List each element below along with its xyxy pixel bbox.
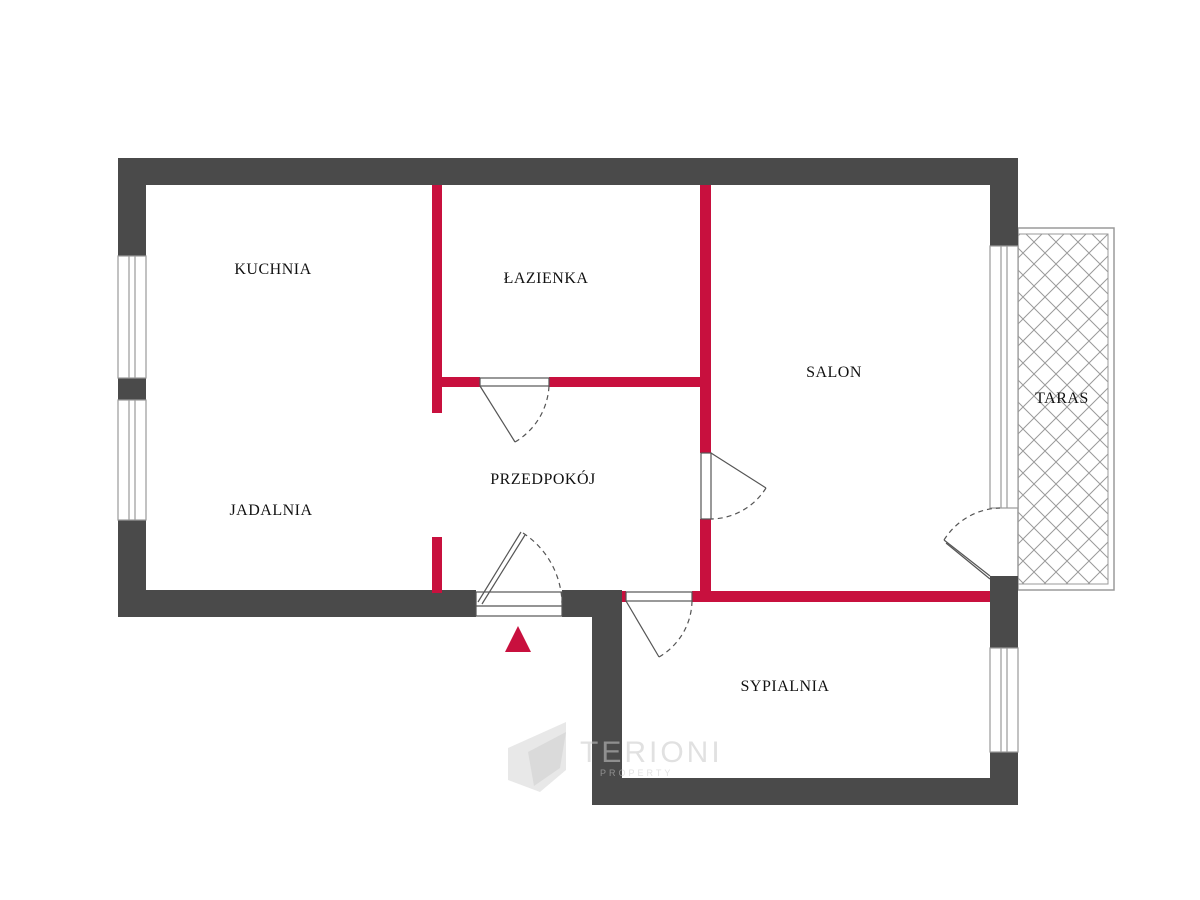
- door-taras: [943, 507, 1001, 580]
- room-label-sypialnia: SYPIALNIA: [741, 678, 830, 695]
- interior-walls: [432, 185, 990, 602]
- exterior-walls: [118, 158, 1018, 805]
- entrance-marker-icon: [505, 626, 531, 652]
- terrace: [1017, 227, 1115, 591]
- window-jadalnia: [117, 399, 147, 521]
- watermark-sub: PROPERTY: [600, 768, 673, 778]
- window-kuchnia: [117, 255, 147, 379]
- room-label-kuchnia: KUCHNIA: [234, 261, 311, 278]
- room-label-jadalnia: JADALNIA: [229, 502, 312, 519]
- watermark: TERIONI PROPERTY: [508, 722, 723, 792]
- room-label-salon: SALON: [806, 364, 862, 381]
- room-label-lazienka: ŁAZIENKA: [504, 270, 589, 287]
- door-sypialnia: [625, 591, 693, 658]
- doors: [475, 377, 1001, 658]
- room-labels: KUCHNIA ŁAZIENKA SALON TARAS PRZEDPOKÓJ …: [229, 261, 1088, 695]
- window-sypialnia: [989, 647, 1019, 753]
- room-label-taras: TARAS: [1035, 390, 1089, 407]
- windows: [117, 245, 1019, 753]
- door-entrance: [475, 531, 563, 617]
- window-salon: [989, 245, 1019, 509]
- door-lazienka: [479, 377, 550, 443]
- watermark-name: TERIONI: [580, 736, 723, 769]
- room-label-przedpokoj: PRZEDPOKÓJ: [490, 469, 595, 488]
- door-salon: [700, 452, 767, 520]
